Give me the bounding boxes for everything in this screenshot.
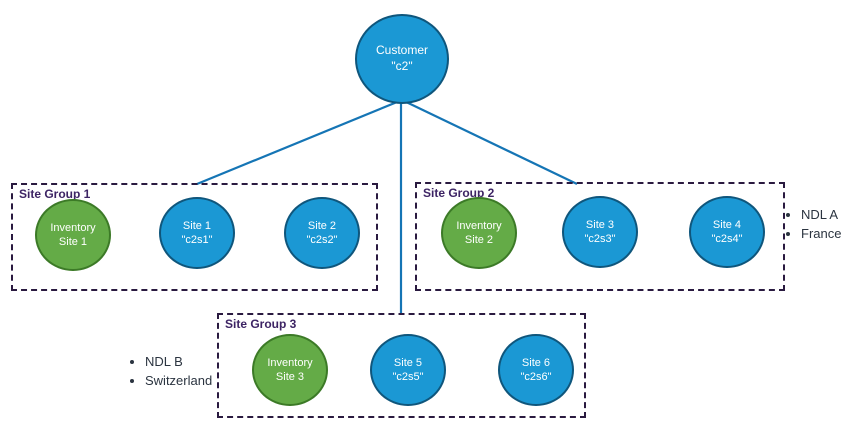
node-code: Site 3 [275, 371, 305, 383]
inventory-site-1-node: Inventory Site 1 [35, 199, 111, 271]
customer-node: Customer "c2" [355, 14, 449, 104]
site-5-node: Site 5 "c2s5" [370, 334, 446, 406]
node-code: "c2s5" [392, 371, 424, 383]
site-6-node: Site 6 "c2s6" [498, 334, 574, 406]
node-code: "c2s2" [306, 234, 338, 246]
node-label: Inventory [267, 356, 313, 369]
annotation-item: Switzerland [145, 372, 212, 391]
node-code: Site 2 [464, 234, 494, 246]
annotation-item: France [801, 225, 841, 244]
node-label: Site 4 [712, 218, 742, 231]
inventory-site-3-node: Inventory Site 3 [252, 334, 328, 406]
node-label: Site 6 [521, 356, 551, 369]
customer-code: "c2" [391, 59, 413, 73]
node-code: Site 1 [58, 236, 88, 248]
site-group-2-label: Site Group 2 [423, 186, 495, 200]
site-3-node: Site 3 "c2s3" [562, 196, 638, 268]
annotation-ndl-b: NDL B Switzerland [130, 353, 212, 391]
annotation-ndl-a: NDL A France [786, 206, 841, 244]
site-group-3-label: Site Group 3 [225, 317, 297, 331]
site-2-node: Site 2 "c2s2" [284, 197, 360, 269]
site-1-node: Site 1 "c2s1" [159, 197, 235, 269]
customer-label: Customer [375, 43, 428, 58]
node-code: "c2s3" [584, 233, 616, 245]
site-group-1-label: Site Group 1 [19, 187, 91, 201]
node-label: Inventory [50, 221, 96, 234]
node-label: Site 3 [585, 218, 615, 231]
node-code: "c2s1" [181, 234, 213, 246]
connector-line-customer-group2 [401, 99, 578, 185]
connector-line-customer-group1 [196, 98, 403, 186]
site-group-2-box: Site Group 2 [415, 182, 785, 291]
annotation-item: NDL A [801, 206, 841, 225]
annotation-item: NDL B [145, 353, 212, 372]
inventory-site-2-node: Inventory Site 2 [441, 197, 517, 269]
node-code: "c2s6" [520, 371, 552, 383]
node-label: Site 1 [182, 219, 212, 232]
node-label: Inventory [456, 219, 502, 232]
node-code: "c2s4" [711, 233, 743, 245]
site-group-1-box: Site Group 1 [11, 183, 378, 291]
node-label: Site 2 [307, 219, 337, 232]
site-group-3-box: Site Group 3 [217, 313, 586, 418]
site-4-node: Site 4 "c2s4" [689, 196, 765, 268]
node-label: Site 5 [393, 356, 423, 369]
